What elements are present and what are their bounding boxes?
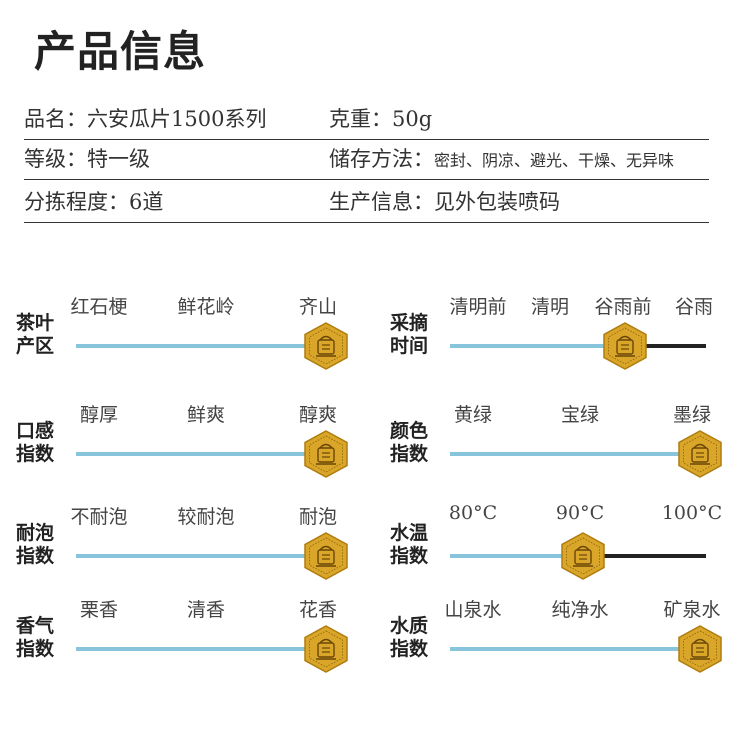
scale-label-line: 耐泡 [16,522,55,544]
scale-label-line: 指数 [390,638,429,660]
scale-option: 齐山 [298,296,338,318]
scale-fill [76,344,326,348]
scale-option: 花香 [298,599,338,621]
scale-option: 鲜花岭 [177,296,235,318]
scale-label-line: 香气 [16,615,55,637]
scale-label-line: 颜色 [390,420,429,442]
scale-label-line: 产区 [16,335,55,357]
seal-badge-icon [303,322,349,370]
sorting-value: 6道 [129,190,164,214]
scale-label: 香气指数 [16,615,54,661]
scale-brew-durability: 耐泡指数不耐泡较耐泡耐泡 [16,502,356,592]
scale-option: 红石梗 [70,296,128,318]
scale-label-line: 指数 [390,545,429,567]
scale-label-line: 指数 [16,545,55,567]
scale-label-line: 指数 [390,443,429,465]
scale-option: 谷雨前 [594,296,652,318]
scale-option: 黄绿 [453,404,493,426]
scale-fill [76,452,326,456]
scale-option: 谷雨 [674,296,714,318]
scale-option: 清明 [530,296,570,318]
seal-badge-icon [602,322,648,370]
scale-label: 水质指数 [390,615,428,661]
scale-option: 醇厚 [79,404,119,426]
scale-option: 山泉水 [444,599,502,621]
grade-value: 特一级 [87,147,150,171]
seal-badge-icon [677,430,723,478]
weight-label: 克重： [329,107,392,131]
product-name-value: 六安瓜片1500系列 [87,107,267,131]
scale-fill [450,647,700,651]
scale-color: 颜色指数 黄绿 宝绿 墨绿 [390,400,730,490]
seal-badge-icon [560,532,606,580]
scale-water-temp: 水温指数 80°C 90°C 100°C [390,502,730,592]
scale-option: 清香 [186,599,226,621]
scale-water-quality: 水质指数山泉水 纯净水 矿泉水 [390,595,730,685]
scale-option: 墨绿 [672,404,712,426]
scale-label-line: 时间 [390,335,429,357]
info-row-sorting-production: 分拣程度：6道 生产信息：见外包装喷码 [24,183,709,223]
scale-option: 鲜爽 [186,404,226,426]
scale-picking-time: 采摘时间清明前 清明 谷雨前谷雨 [390,292,730,382]
scale-label: 颜色指数 [390,420,428,466]
storage-cell: 储存方法：密封、阴凉、避光、干燥、无异味 [329,143,674,173]
scale-label-line: 采摘 [390,312,429,334]
scale-option: 宝绿 [560,404,600,426]
page-title: 产品信息 [34,27,207,76]
production-value: 见外包装喷码 [434,190,560,214]
scale-label-line: 水质 [390,615,429,637]
weight-value: 50g [392,107,433,131]
storage-value: 密封、阴凉、避光、干燥、无异味 [434,151,675,170]
info-row-name-weight: 品名：六安瓜片1500系列 克重：50g [24,100,709,140]
scale-origin: 茶叶产区红石梗 鲜花岭 齐山 [16,292,356,382]
product-name-cell: 品名：六安瓜片1500系列 [24,103,266,133]
scale-option: 醇爽 [298,404,338,426]
scale-label-line: 指数 [16,638,55,660]
scale-option: 清明前 [449,296,507,318]
scale-taste: 口感指数 醇厚 鲜爽 醇爽 [16,400,356,490]
scale-label: 茶叶产区 [16,312,54,358]
scale-option: 不耐泡 [70,506,128,528]
info-row-grade-storage: 等级：特一级 储存方法：密封、阴凉、避光、干燥、无异味 [24,140,709,180]
sorting-cell: 分拣程度：6道 [24,186,163,216]
scale-fill [76,647,326,651]
scale-label-line: 口感 [16,420,55,442]
seal-badge-icon [303,625,349,673]
scale-option: 纯净水 [551,599,609,621]
seal-badge-icon [677,625,723,673]
scale-label: 口感指数 [16,420,54,466]
scale-option: 100°C [661,502,723,524]
scale-option: 耐泡 [298,506,338,528]
seal-badge-icon [303,532,349,580]
scale-option: 栗香 [79,599,119,621]
scale-label: 水温指数 [390,522,428,568]
scale-fill [76,554,326,558]
scale-fill [450,554,583,558]
weight-cell: 克重：50g [329,103,432,133]
storage-label: 储存方法： [329,147,434,171]
scale-label-line: 茶叶 [16,312,55,334]
sorting-label: 分拣程度： [24,190,129,214]
scale-option: 80°C [448,502,498,524]
scale-option: 矿泉水 [663,599,721,621]
scale-label-line: 水温 [390,522,429,544]
scale-label: 采摘时间 [390,312,428,358]
grade-label: 等级： [24,147,87,171]
production-cell: 生产信息：见外包装喷码 [329,186,560,216]
scale-fill [450,452,700,456]
scale-option: 90°C [555,502,605,524]
seal-badge-icon [303,430,349,478]
product-name-label: 品名： [24,107,87,131]
scale-label: 耐泡指数 [16,522,54,568]
scale-option: 较耐泡 [177,506,235,528]
scale-label-line: 指数 [16,443,55,465]
production-label: 生产信息： [329,190,434,214]
scale-aroma: 香气指数 栗香 清香 花香 [16,595,356,685]
scale-fill [450,344,625,348]
grade-cell: 等级：特一级 [24,143,150,173]
